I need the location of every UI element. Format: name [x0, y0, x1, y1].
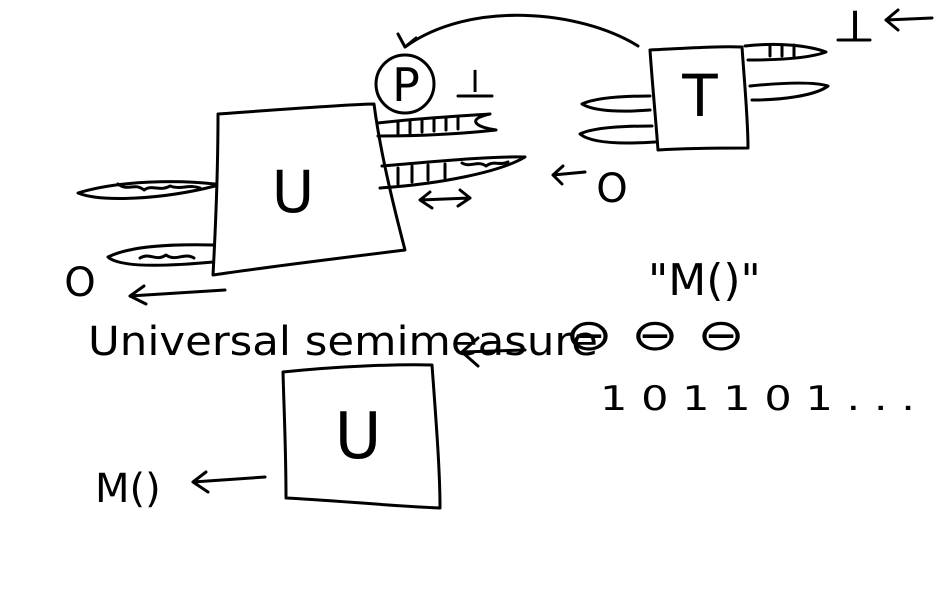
bottom-machine-output-label: M(): [95, 466, 161, 512]
transducer-right-tape-lower: [748, 81, 830, 102]
caption-quote: "M()": [648, 255, 761, 306]
printer-label: P: [392, 58, 420, 112]
transducer-box: [648, 45, 750, 152]
random-input-group: ⊖ ⊖ ⊖ 1 0 1 1 0 1 . . .: [460, 310, 915, 419]
top-machine-box: [211, 102, 407, 277]
printer-node: P I: [374, 53, 494, 115]
top-machine-label: U: [272, 158, 314, 226]
top-machine-right-lower-tape: [378, 155, 527, 190]
caption-group: Universal semimeasure "M()": [88, 255, 761, 365]
top-machine-left-input-tape: [76, 180, 217, 200]
transducer-to-printer-arrow: [396, 13, 640, 49]
transducer-input-label: I: [849, 4, 861, 50]
bottom-universal-machine: U M(): [95, 363, 442, 512]
bottom-machine-box: [281, 363, 442, 510]
transducer-output-arrow: [551, 164, 587, 186]
bottom-machine-output-arrow: [191, 470, 267, 494]
coin-flips: ⊖ ⊖ ⊖: [565, 310, 745, 361]
top-machine-output-label: O: [64, 260, 95, 306]
transducer-node: T I O: [396, 4, 934, 212]
coin-input-arrow: [460, 336, 527, 368]
top-machine-output-arrow: [128, 284, 227, 306]
transducer-output-label: O: [596, 166, 627, 212]
transducer-left-tape-lower: [578, 124, 657, 145]
transducer-input-arrow: [884, 8, 934, 32]
transducer-left-tape-upper: [580, 94, 652, 113]
top-universal-machine: U O: [64, 102, 527, 306]
input-bit-sequence: 1 0 1 1 0 1 . . .: [600, 379, 915, 419]
transducer-label: T: [681, 62, 718, 130]
printer-input-label: I: [471, 65, 480, 100]
transducer-right-input-tape: [743, 42, 828, 62]
top-machine-right-upper-tape: [376, 112, 498, 138]
tape-head-double-arrow: [418, 188, 472, 210]
printer-circle: [374, 53, 436, 115]
caption-text: Universal semimeasure: [88, 319, 598, 365]
bottom-machine-label: U: [335, 400, 382, 474]
top-machine-output-tape: [106, 243, 215, 267]
